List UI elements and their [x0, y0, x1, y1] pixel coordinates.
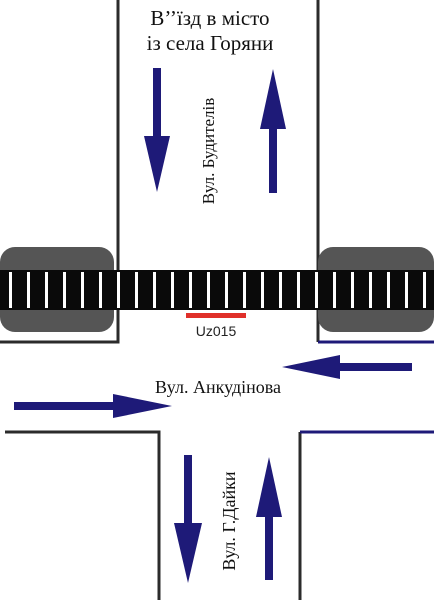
crossing-mark	[186, 313, 246, 318]
railway-sleeper	[261, 272, 264, 308]
railway-sleeper	[9, 272, 12, 308]
railway-sleepers	[9, 272, 426, 308]
railway-sleeper	[351, 272, 354, 308]
street-label-ankudinova: Вул. Анкудінова	[155, 377, 281, 397]
railway-sleeper	[99, 272, 102, 308]
railway-sleeper	[153, 272, 156, 308]
railway-sleeper	[333, 272, 336, 308]
railway-sleeper	[207, 272, 210, 308]
railway-sleeper	[423, 272, 426, 308]
arrow-right-icon	[14, 394, 172, 418]
arrow-up-icon	[256, 457, 282, 580]
arrow-left-icon	[282, 355, 412, 379]
entry-label-line1: В’’їзд в місто	[150, 6, 269, 30]
railway-sleeper	[315, 272, 318, 308]
crossing-code: Uz015	[196, 323, 237, 339]
railway-sleeper	[225, 272, 228, 308]
arrow-down-icon	[174, 455, 202, 583]
railway-sleeper	[297, 272, 300, 308]
railway-sleeper	[27, 272, 30, 308]
railway-track	[0, 270, 434, 310]
road-outline-south	[5, 430, 302, 600]
railway-sleeper	[45, 272, 48, 308]
railway-sleeper	[81, 272, 84, 308]
railway-sleeper	[135, 272, 138, 308]
railway-sleeper	[63, 272, 66, 308]
entry-label-line2: із села Горяни	[147, 31, 274, 55]
railway-sleeper	[387, 272, 390, 308]
railway-sleeper	[243, 272, 246, 308]
street-label-buditeliv: Вул. Будителів	[199, 98, 218, 205]
railway-sleeper	[189, 272, 192, 308]
railway-sleeper	[117, 272, 120, 308]
road-edge-south-left	[5, 430, 161, 600]
railway-sleeper	[171, 272, 174, 308]
arrow-up-icon	[260, 69, 286, 193]
street-label-dayky: Вул. Г.Дайки	[219, 471, 239, 570]
railway-sleeper	[369, 272, 372, 308]
arrow-down-icon	[144, 68, 170, 192]
railway-sleeper	[405, 272, 408, 308]
railway-sleeper	[279, 272, 282, 308]
road-edge-north-left	[0, 0, 120, 344]
